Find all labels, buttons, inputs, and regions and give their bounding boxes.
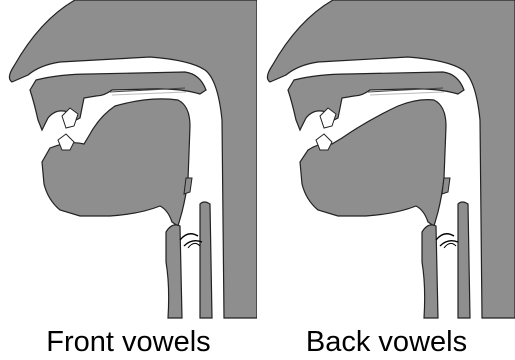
larynx [166, 225, 182, 318]
front-vowels-panel: Front vowels [0, 0, 257, 360]
hard-palate-inner [370, 92, 444, 95]
vocal-folds [180, 234, 202, 246]
epiglottis [184, 178, 192, 194]
vocal-arrow [444, 243, 456, 248]
front-vowels-diagram [0, 0, 257, 320]
pharynx-column [200, 202, 212, 318]
hard-palate-inner [112, 92, 186, 95]
vocal-arrow [188, 243, 200, 248]
vocal-folds [436, 234, 458, 246]
back-vowels-caption: Back vowels [258, 326, 515, 359]
pharynx-column [458, 202, 470, 318]
larynx [422, 225, 438, 318]
epiglottis [442, 178, 450, 194]
front-vowels-caption: Front vowels [0, 326, 257, 359]
back-vowels-panel: Back vowels [258, 0, 515, 360]
back-vowels-diagram [258, 0, 515, 320]
